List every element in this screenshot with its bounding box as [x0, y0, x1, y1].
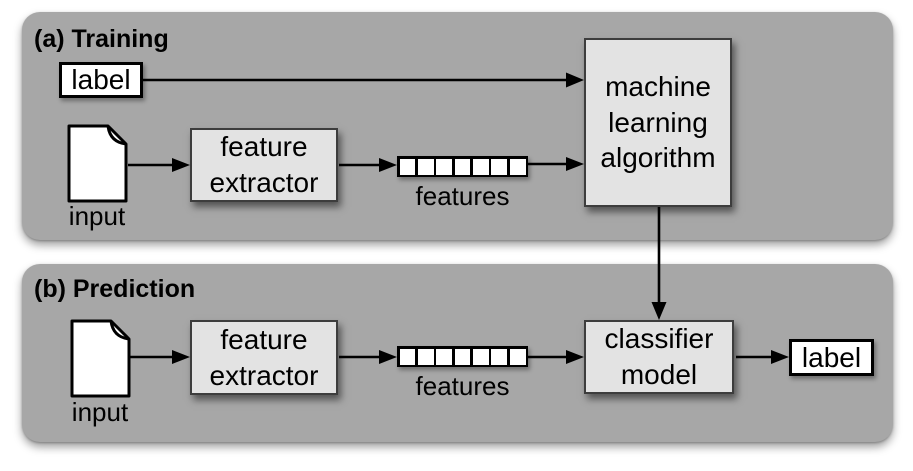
- feature-cell: [399, 158, 416, 175]
- prediction-panel-title: (b) Prediction: [34, 275, 196, 303]
- prediction-feature-extractor-box: feature extractor: [190, 320, 338, 395]
- training-panel-title: (a) Training: [34, 25, 169, 53]
- feature-cell: [509, 158, 526, 175]
- feature-cell: [472, 158, 489, 175]
- feature-cell: [399, 348, 416, 365]
- classifier-model-box: classifier model: [584, 320, 734, 394]
- prediction-label-box: label: [789, 339, 874, 376]
- prediction-label-text: label: [801, 341, 862, 373]
- prediction-features-caption: features: [415, 371, 510, 401]
- training-input-document-icon: [67, 124, 128, 203]
- prediction-input-document-icon: [70, 319, 131, 398]
- training-feature-extractor-box: feature extractor: [190, 128, 338, 202]
- feature-cell: [417, 348, 434, 365]
- feature-cell: [491, 348, 508, 365]
- feature-cell: [491, 158, 508, 175]
- feature-cell: [436, 348, 453, 365]
- feature-cell: [436, 158, 453, 175]
- training-input-caption: input: [68, 201, 126, 231]
- feature-cell: [417, 158, 434, 175]
- feature-cell: [454, 348, 471, 365]
- prediction-features-strip: [397, 346, 528, 367]
- prediction-input-caption: input: [71, 397, 129, 427]
- training-features-strip: [397, 156, 528, 177]
- training-features-caption: features: [415, 181, 510, 211]
- feature-cell: [472, 348, 489, 365]
- feature-cell: [454, 158, 471, 175]
- machine-learning-algorithm-box: machine learning algorithm: [584, 38, 732, 207]
- feature-cell: [509, 348, 526, 365]
- training-panel: [22, 12, 893, 240]
- training-label-box: label: [59, 62, 143, 98]
- training-label-text: label: [71, 64, 131, 95]
